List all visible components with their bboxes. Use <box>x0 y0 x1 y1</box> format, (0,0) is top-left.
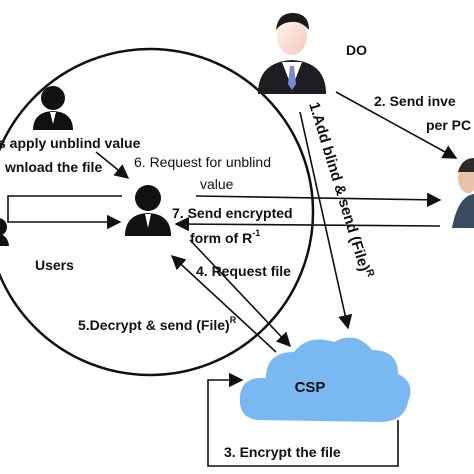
users-note-line2: wnload the file <box>4 159 102 175</box>
step1-label-text: 1.Add blind & send (File) <box>305 100 373 273</box>
arrow-step1 <box>299 111 353 330</box>
step6-label-line2: value <box>200 176 234 192</box>
person-icon-do <box>258 12 326 94</box>
users-label: Users <box>35 257 74 273</box>
arrow-users-note <box>95 151 130 179</box>
arrow-users-loop <box>7 195 122 230</box>
step1-label-sup: R <box>363 268 376 279</box>
person-icon-left-partial <box>0 218 9 246</box>
step4-label: 4. Request file <box>196 263 291 279</box>
step7-label-sup: -1 <box>252 228 260 238</box>
step3-label: 3. Encrypt the file <box>224 444 341 460</box>
csp-label: CSP <box>295 379 326 396</box>
step5-label: 5.Decrypt & send (File)R <box>78 315 237 333</box>
arrow-step2 <box>335 91 458 159</box>
step2-label-line2: per PC <box>426 117 471 133</box>
do-label: DO <box>346 42 367 58</box>
step5-label-text: 5.Decrypt & send (File) <box>78 317 230 333</box>
cloud-icon-csp <box>239 337 411 422</box>
arrow-step7 <box>174 216 441 232</box>
person-icon-right-partial <box>452 158 474 228</box>
person-icon-user-center <box>125 185 171 236</box>
step6-label-line1: 6. Request for unblind <box>134 154 271 170</box>
step7-label-line2-text: form of R <box>190 230 252 246</box>
arrow-step3 <box>207 372 399 467</box>
users-note-line1: s apply unblind value <box>0 135 141 151</box>
step7-label-line1: 7. Send encrypted <box>172 205 293 221</box>
arrow-step5 <box>170 255 277 353</box>
step1-label: 1.Add blind & send (File)R <box>305 100 376 281</box>
users-group-circle <box>0 47 315 377</box>
step5-label-sup: R <box>230 315 237 325</box>
arrow-step6 <box>195 192 442 207</box>
arrows <box>7 91 458 467</box>
step7-label-line2: form of R-1 <box>190 228 260 246</box>
step2-label-line1: 2. Send inve <box>374 93 456 109</box>
arrow-step4 <box>189 239 291 348</box>
person-icon-user-top <box>33 86 73 130</box>
